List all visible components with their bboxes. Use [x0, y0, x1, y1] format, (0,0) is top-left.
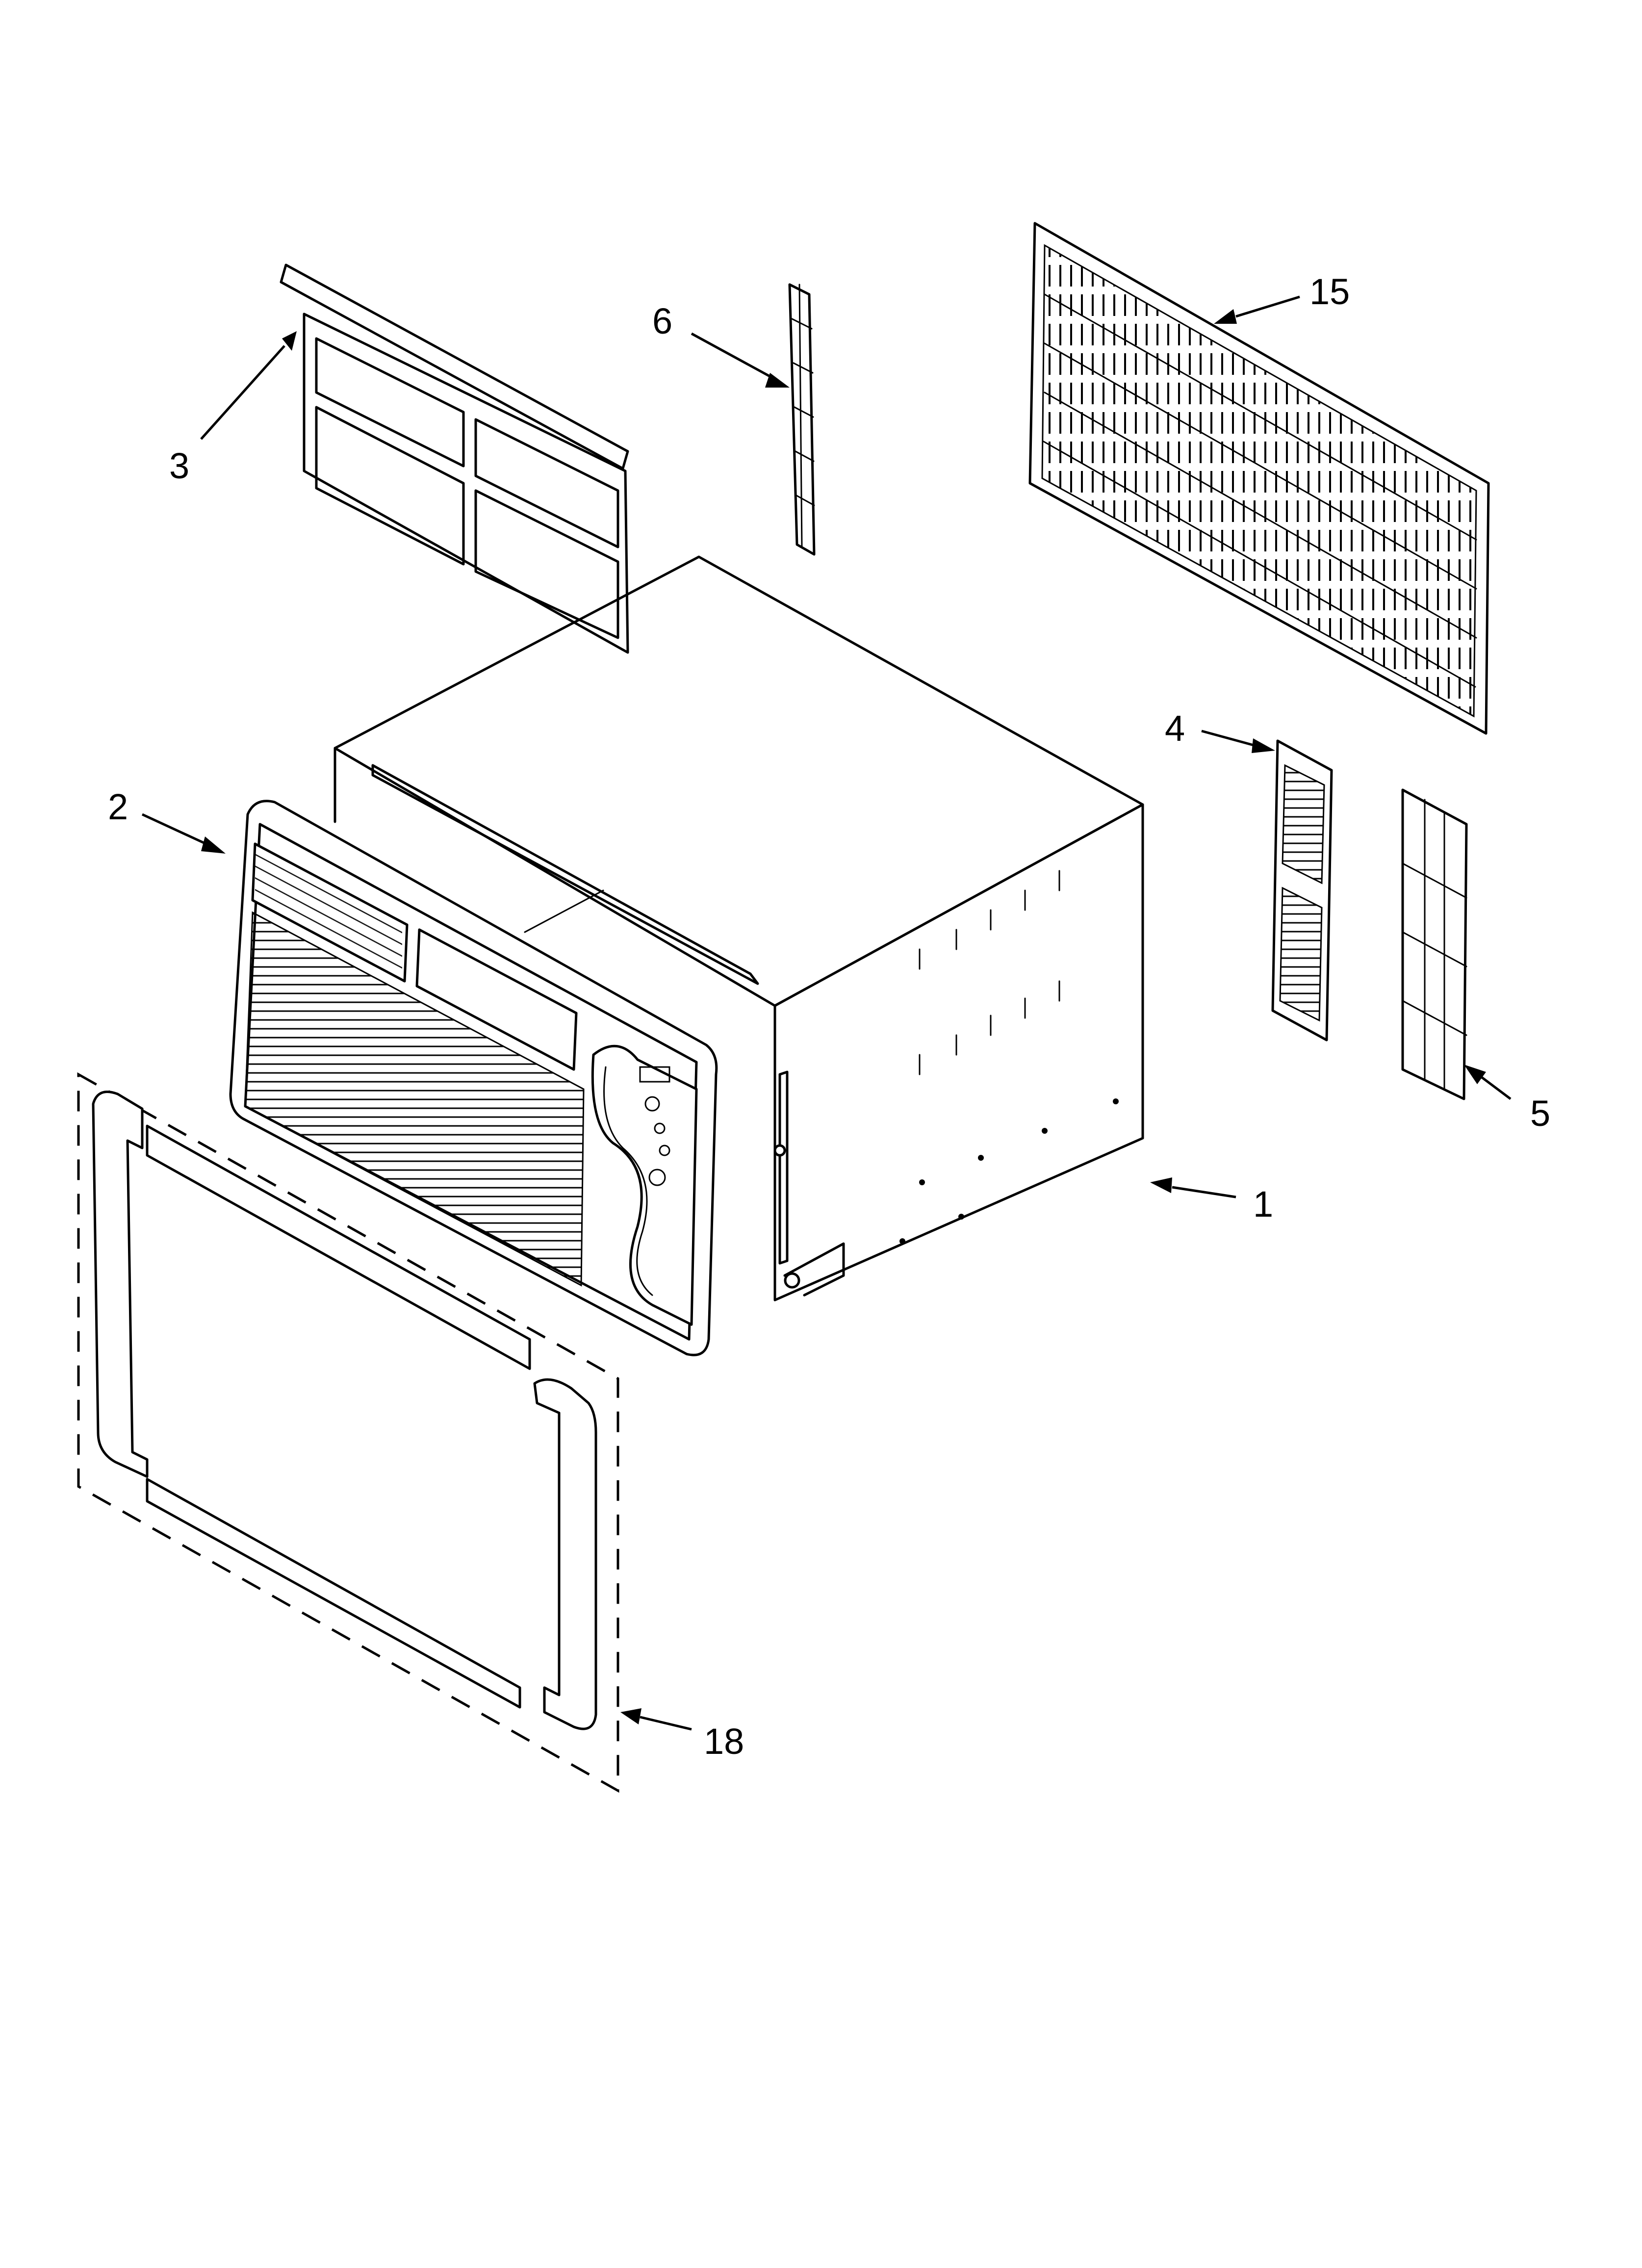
- side-curtain-right-part: [1401, 788, 1468, 1100]
- front-panel-part: [229, 800, 718, 1356]
- callout-1: 1: [1253, 1184, 1273, 1225]
- callout-18: 18: [704, 1721, 744, 1762]
- air-filter-part: [280, 263, 629, 654]
- callout-6: 6: [652, 301, 672, 341]
- rear-grille-part: [1028, 222, 1490, 735]
- cabinet-vent-slots: [919, 870, 1060, 1075]
- callout-4: 4: [1165, 708, 1185, 749]
- callout-2: 2: [108, 786, 128, 827]
- callout-15: 15: [1309, 271, 1350, 312]
- side-curtain-top-part: [788, 283, 816, 556]
- callout-3: 3: [169, 445, 189, 486]
- frame-seal-kit-part: [77, 1072, 619, 1793]
- callout-5: 5: [1530, 1093, 1550, 1134]
- callout-leaders: [141, 295, 1512, 1731]
- side-louver-part: [1271, 739, 1333, 1042]
- cabinet-part: [334, 555, 1144, 1302]
